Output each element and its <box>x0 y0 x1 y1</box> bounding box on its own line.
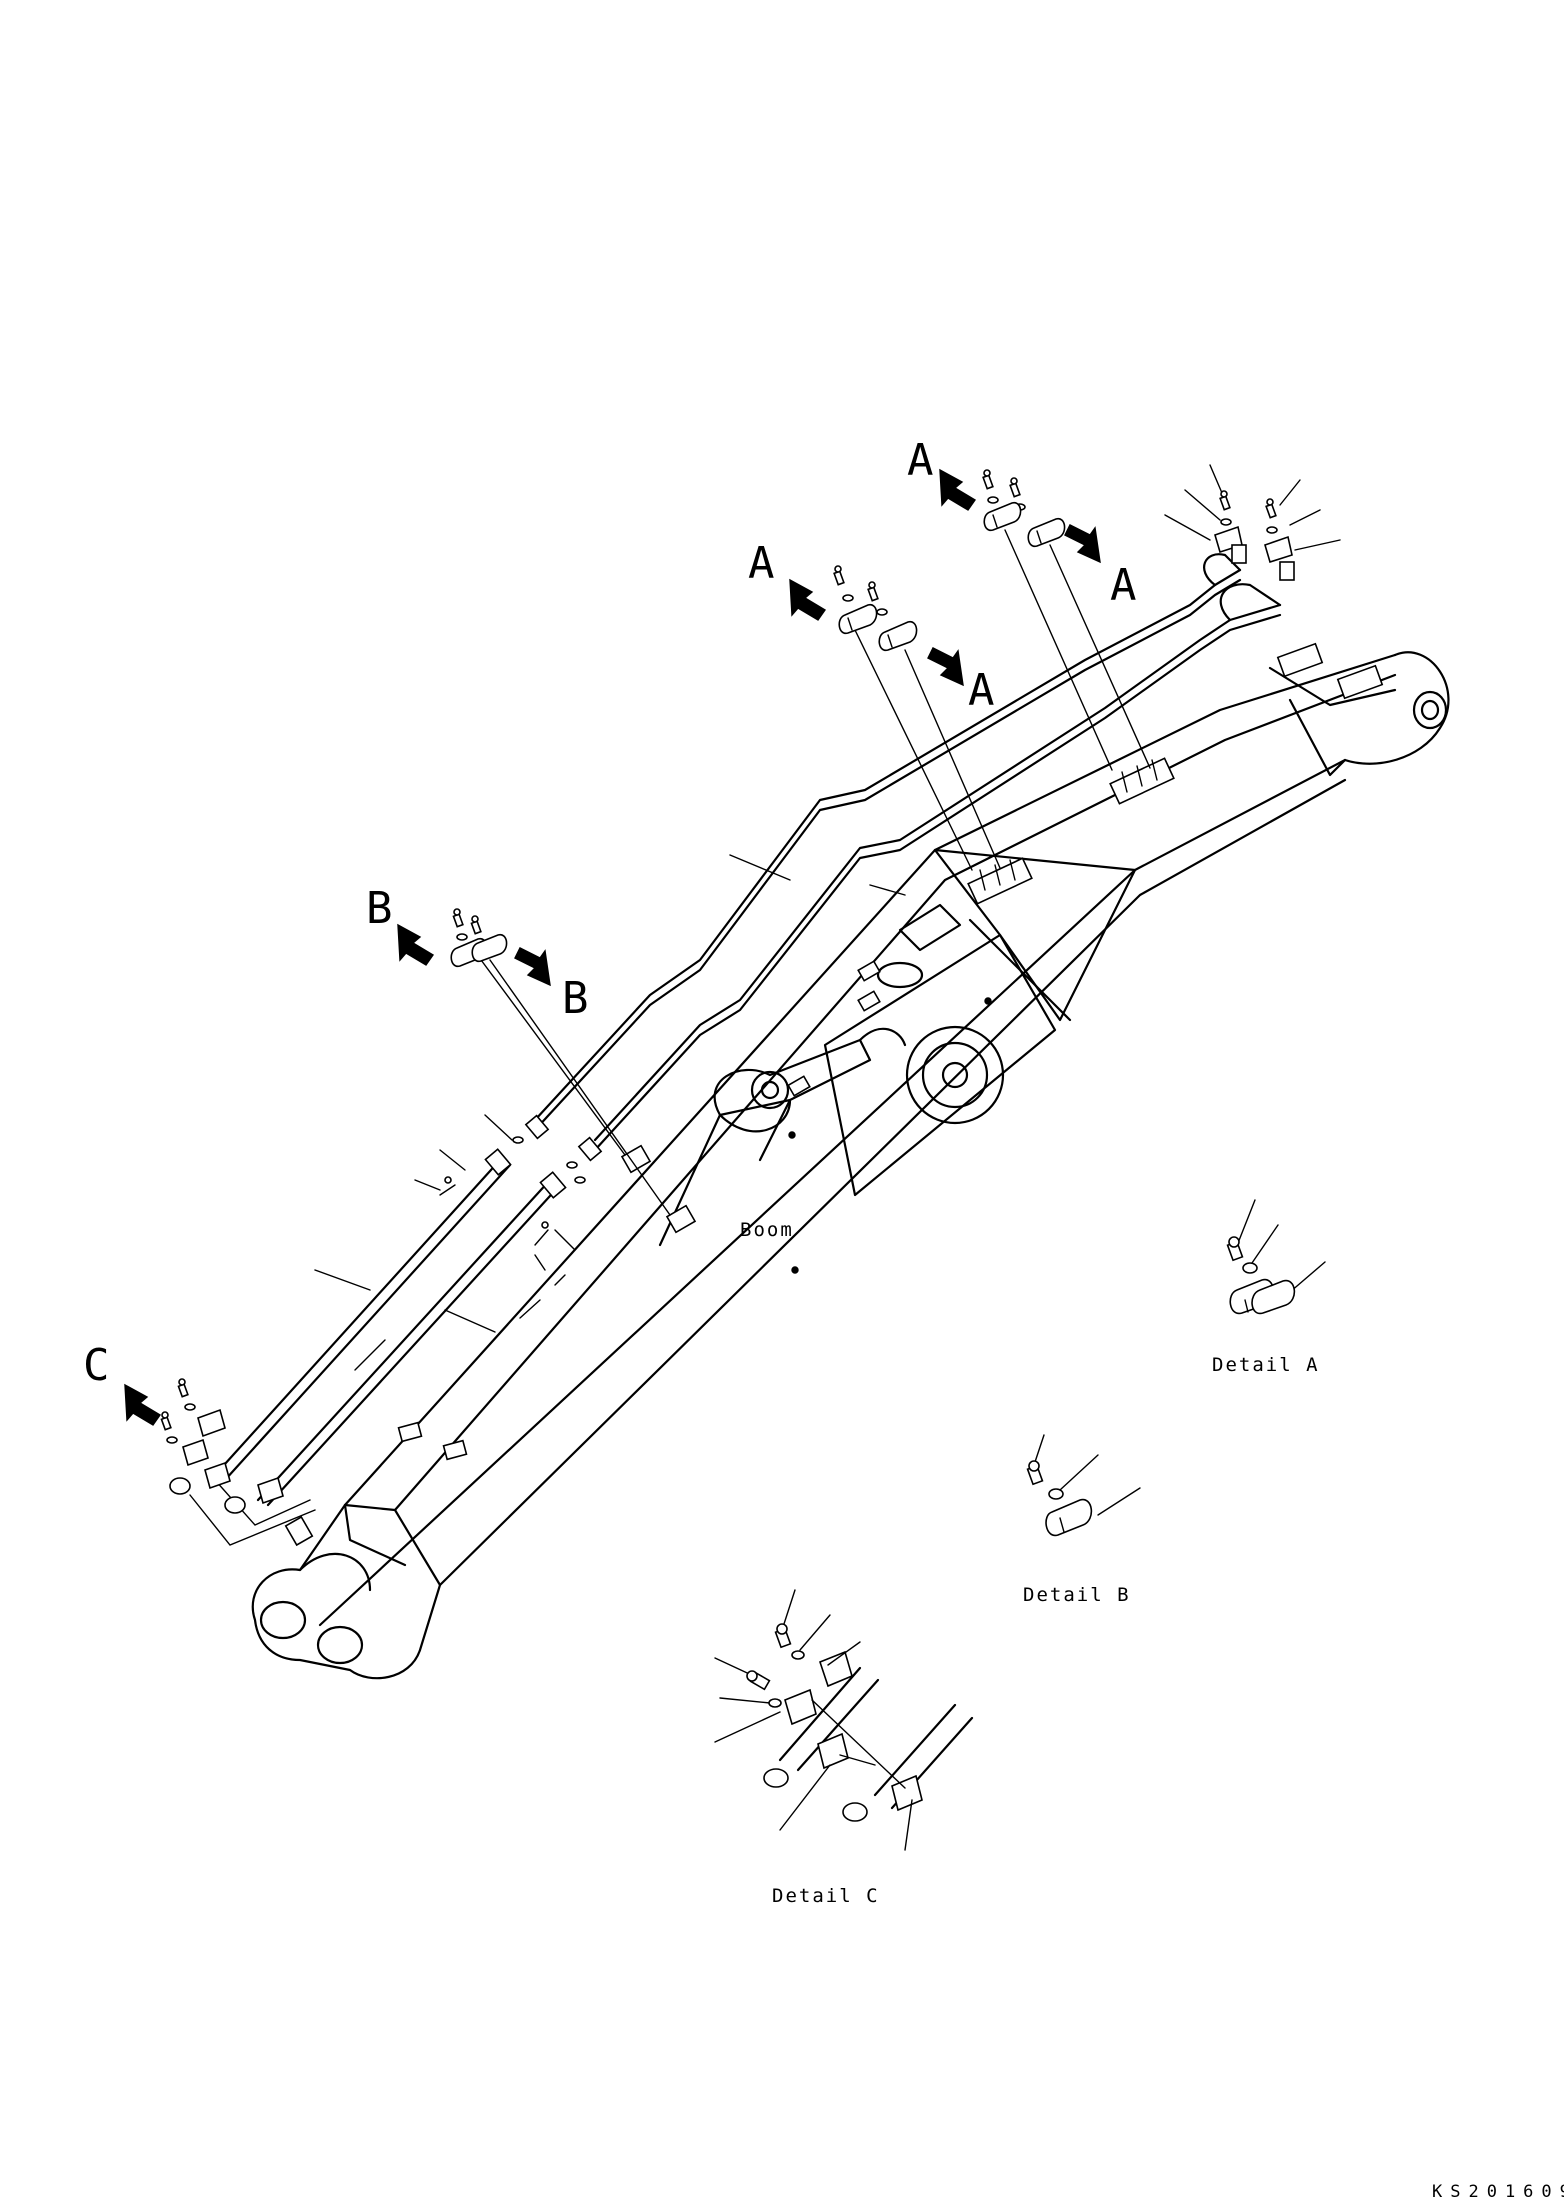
washer-icon <box>876 608 888 616</box>
boom-body <box>251 642 1450 1680</box>
detail-c <box>714 1589 974 1851</box>
detail-a-label: Detail A <box>1212 1354 1320 1376</box>
clamp-icon <box>891 1774 923 1812</box>
callout-b-right: B <box>562 973 589 1024</box>
detail-b-label: Detail B <box>1023 1584 1131 1606</box>
washer-icon <box>1220 518 1232 526</box>
clamp-icon <box>983 501 1022 532</box>
bolt-icon <box>1219 490 1231 511</box>
bolt-icon <box>867 581 879 602</box>
callout-a-mid-left: A <box>748 538 775 589</box>
clamp-icon <box>1045 1498 1093 1537</box>
hardware-group-b <box>450 908 508 968</box>
bolt-icon <box>470 915 482 935</box>
bolt-icon <box>833 565 845 586</box>
hardware-group-c <box>160 1378 314 1547</box>
bolt-icon <box>1009 477 1021 498</box>
callout-arrow-icon <box>789 578 827 621</box>
bolt-icon <box>160 1411 172 1431</box>
clamp-icon <box>819 1650 853 1688</box>
washer-icon <box>987 496 999 504</box>
washer-icon <box>1048 1488 1064 1500</box>
clamp-icon <box>471 933 508 963</box>
clamp-row-upper <box>1109 757 1175 805</box>
clamp-icon <box>838 603 878 635</box>
hardware-group-tip <box>1214 490 1295 581</box>
hydraulic-pipes <box>213 553 1282 1507</box>
callout-a-top-right: A <box>1110 560 1137 611</box>
clamp-icon <box>878 620 918 652</box>
bolt-icon <box>452 908 464 928</box>
callout-arrow-icon <box>397 923 435 966</box>
detail-c-label: Detail C <box>772 1885 880 1907</box>
callout-c: C <box>83 1340 110 1391</box>
callout-arrow-icon <box>124 1383 162 1426</box>
detail-b <box>1026 1434 1141 1537</box>
bolt-icon <box>746 1670 771 1691</box>
callout-a-mid-right: A <box>968 665 995 716</box>
hardware-group-a-right <box>982 469 1066 548</box>
bolt-icon <box>982 469 994 490</box>
washer-icon <box>1266 526 1278 534</box>
callout-arrow-icon <box>939 468 977 511</box>
bolt-icon <box>1265 498 1277 519</box>
bolt-icon <box>774 1623 792 1649</box>
clamp-icon <box>784 1688 817 1726</box>
washer-icon <box>456 933 468 941</box>
clamp-icon <box>257 1476 284 1505</box>
callout-arrow-icon <box>1064 524 1101 564</box>
bolt-icon <box>1026 1460 1044 1486</box>
detail-a <box>1226 1199 1326 1315</box>
drawing-code: KS201609 <box>1432 2182 1564 2202</box>
clamp-icon <box>197 1408 226 1438</box>
bolt-icon <box>1226 1236 1244 1262</box>
clamp-row-tip <box>1268 642 1397 707</box>
callout-arrow-icon <box>514 947 551 987</box>
washer-icon <box>1242 1262 1258 1274</box>
hardware-group-a-left <box>833 565 918 652</box>
bolt-icon <box>177 1378 189 1398</box>
leader-lines <box>189 464 1341 1546</box>
washer-icon <box>791 1650 805 1660</box>
clamp-icon <box>817 1732 849 1770</box>
callout-arrow-icon <box>927 647 964 687</box>
washer-icon <box>842 594 854 602</box>
boom-label: Boom <box>740 1219 794 1241</box>
clamp-icon <box>1229 1278 1296 1315</box>
washer-icon <box>184 1403 196 1411</box>
clamp-icon <box>204 1461 231 1490</box>
washer-icon <box>166 1436 178 1444</box>
clamp-icon <box>182 1438 209 1467</box>
clamp-row-mid <box>967 857 1033 905</box>
clamp-icon <box>1027 517 1066 548</box>
washer-icon <box>768 1698 782 1708</box>
callout-a-top-left: A <box>907 435 934 486</box>
callout-b-left: B <box>366 883 393 934</box>
